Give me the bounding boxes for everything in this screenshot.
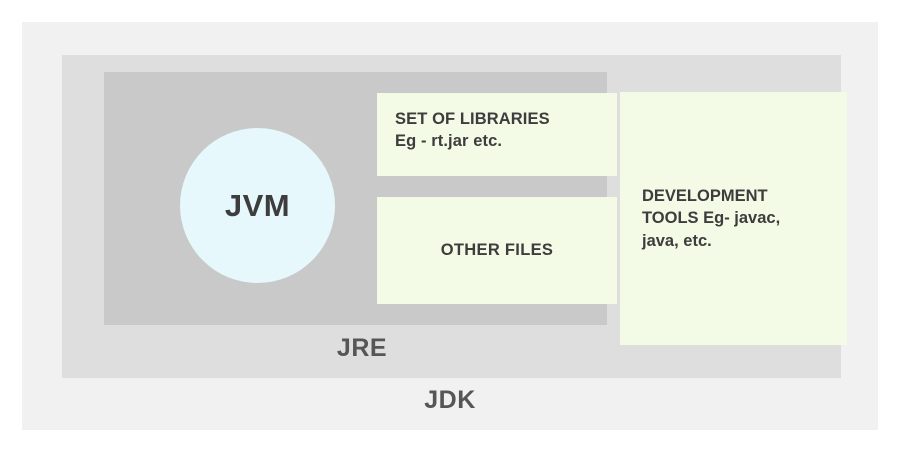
other-files-label: OTHER FILES bbox=[440, 241, 554, 259]
jre-container: JVM SET OF LIBRARIES Eg - rt.jar etc. OT… bbox=[62, 55, 847, 378]
development-tools-text: DEVELOPMENT TOOLS Eg- javac, java, etc. bbox=[642, 185, 780, 252]
set-of-libraries-text: SET OF LIBRARIES Eg - rt.jar etc. bbox=[395, 109, 599, 153]
development-tools-box: DEVELOPMENT TOOLS Eg- javac, java, etc. bbox=[620, 92, 847, 345]
jdk-container: JVM SET OF LIBRARIES Eg - rt.jar etc. OT… bbox=[22, 22, 878, 430]
jre-label: JRE bbox=[336, 334, 388, 362]
jvm-label: JVM bbox=[224, 188, 291, 223]
jdk-label: JDK bbox=[424, 386, 476, 414]
development-tools-line-3: java, etc. bbox=[642, 231, 712, 250]
jvm-circle: JVM bbox=[180, 128, 335, 283]
development-tools-line-1: DEVELOPMENT bbox=[642, 186, 768, 205]
other-files-box: OTHER FILES bbox=[377, 197, 617, 304]
development-tools-line-2: TOOLS Eg- javac, bbox=[642, 209, 781, 228]
jre-inner-panel: JVM SET OF LIBRARIES Eg - rt.jar etc. OT… bbox=[104, 72, 617, 325]
set-of-libraries-line-2: Eg - rt.jar etc. bbox=[395, 131, 503, 150]
set-of-libraries-box: SET OF LIBRARIES Eg - rt.jar etc. bbox=[377, 93, 617, 176]
set-of-libraries-line-1: SET OF LIBRARIES bbox=[395, 110, 550, 128]
